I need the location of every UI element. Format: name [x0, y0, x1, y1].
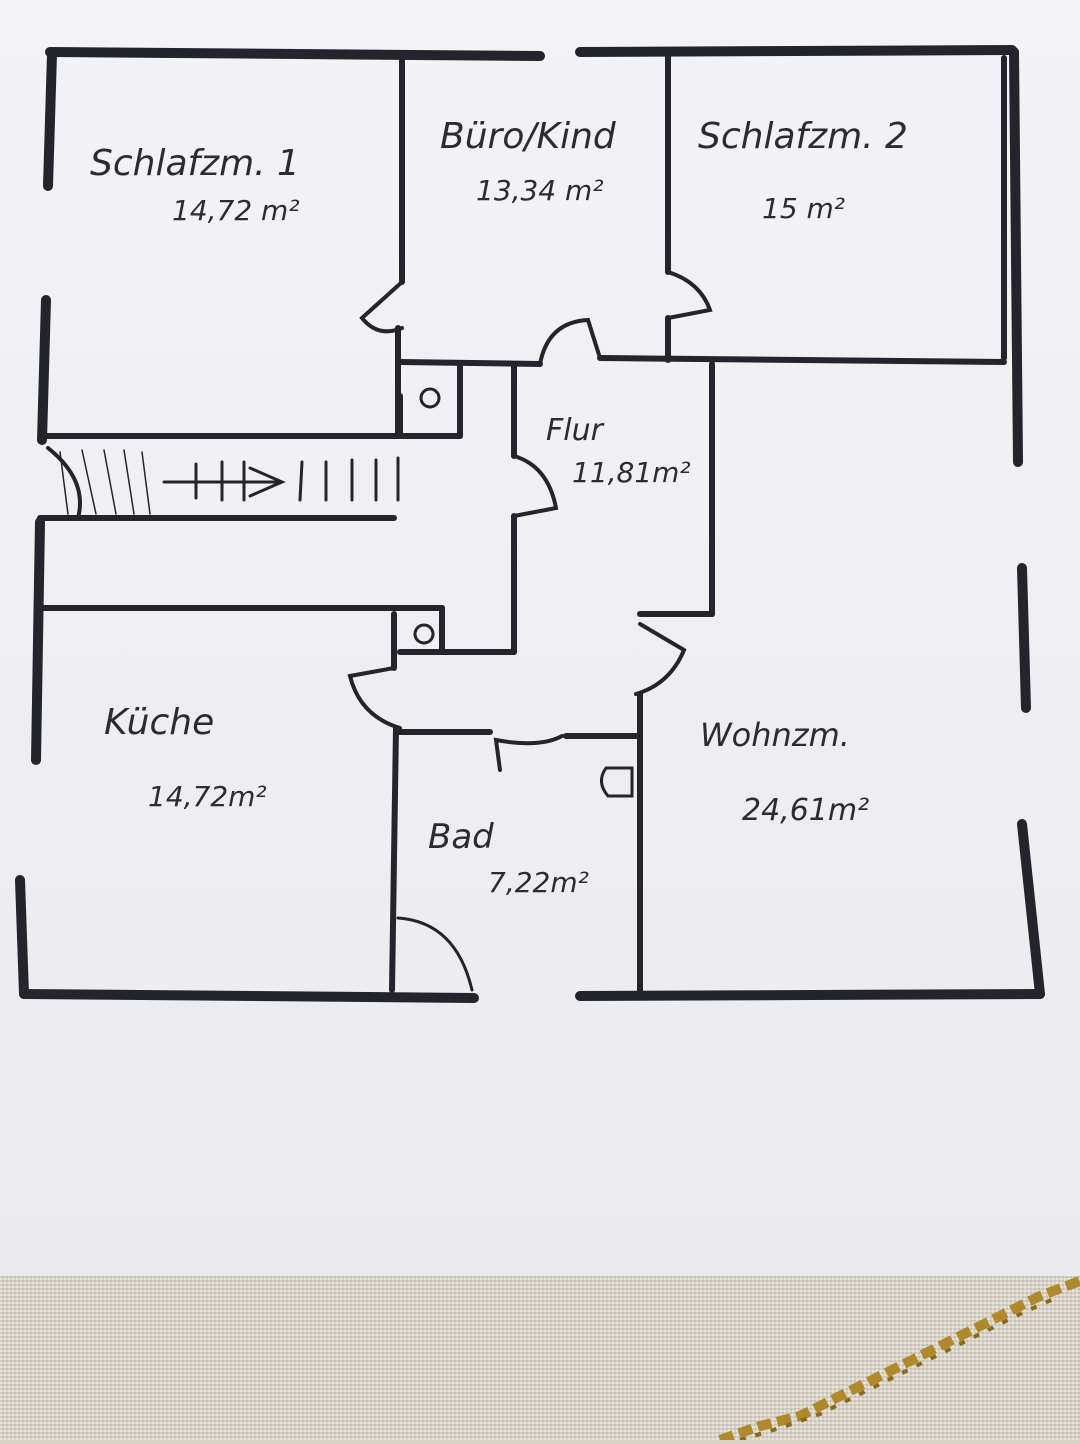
- room-labels: Schlafzm. 1 14,72 m² Büro/Kind 13,34 m² …: [90, 116, 908, 899]
- room-name-flur: Flur: [546, 413, 605, 448]
- room-name-kueche: Küche: [104, 702, 214, 743]
- tablecloth-background: [0, 1276, 1080, 1444]
- room-area-buero: 13,34 m²: [476, 174, 604, 207]
- doors: [347, 270, 713, 992]
- room-area-flur: 11,81m²: [572, 456, 691, 489]
- room-name-bad: Bad: [428, 817, 494, 857]
- interior-walls: [37, 53, 1007, 993]
- room-name-buero: Büro/Kind: [440, 116, 617, 157]
- room-area-kueche: 14,72m²: [148, 780, 267, 813]
- room-name-schlafzimmer2: Schlafzm. 2: [698, 116, 908, 157]
- floor-plan: Schlafzm. 1 14,72 m² Büro/Kind 13,34 m² …: [15, 45, 1045, 1003]
- outer-walls: [15, 45, 1045, 1003]
- room-area-wohnzimmer: 24,61m²: [742, 793, 869, 828]
- room-area-bad: 7,22m²: [488, 866, 589, 899]
- paper-sheet: [0, 0, 1080, 1276]
- room-name-wohnzimmer: Wohnzm.: [700, 716, 850, 754]
- embroidery-stitch: [718, 1276, 1080, 1444]
- room-area-schlafzimmer1: 14,72 m²: [172, 194, 300, 227]
- staircase: [46, 446, 400, 520]
- chimney-markers: [413, 387, 441, 645]
- room-area-schlafzimmer2: 15 m²: [762, 192, 845, 225]
- room-name-schlafzimmer1: Schlafzm. 1: [90, 143, 300, 184]
